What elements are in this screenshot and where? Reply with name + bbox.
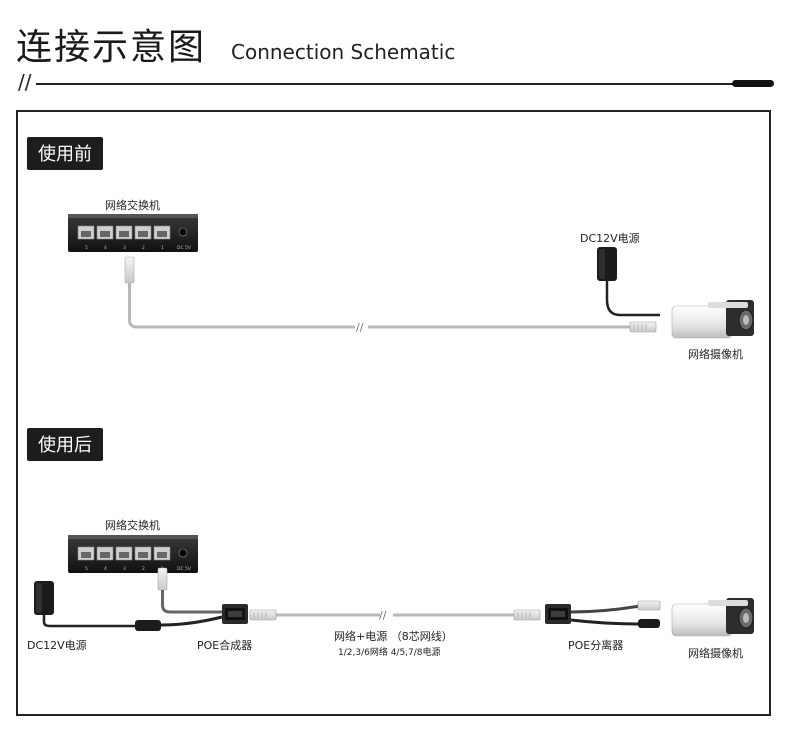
- poe-injector-label: POE合成器: [197, 639, 253, 652]
- after-switch-power-port: DC 5V: [177, 566, 192, 572]
- page-title-cn: 连接示意图: [16, 27, 207, 68]
- before-power-label: DC12V电源: [580, 232, 640, 245]
- poe-injector: [222, 604, 277, 624]
- before-switch-port-numbers: 5 4 3 2 1 DC 5V: [85, 245, 192, 251]
- diagram-frame: [16, 110, 771, 716]
- poe-splitter: [513, 600, 661, 628]
- before-switch-label: 网络交换机: [105, 199, 160, 212]
- before-switch-port-2: 2: [142, 245, 145, 251]
- before-badge: 使用前: [27, 137, 103, 170]
- combined-cable-detail: 1/2,3/6网络 4/5,7/8电源: [338, 648, 441, 658]
- page-title-en: Connection Schematic: [231, 40, 456, 64]
- after-power-label: DC12V电源: [27, 639, 87, 652]
- before-power-adapter: [597, 247, 660, 317]
- after-camera-label: 网络摄像机: [688, 647, 743, 660]
- header-divider: [36, 83, 736, 85]
- poe-splitter-label: POE分离器: [568, 639, 624, 652]
- before-camera: [671, 299, 755, 339]
- after-badge: 使用后: [27, 428, 103, 461]
- after-switch-port-4: 4: [104, 566, 107, 572]
- after-combined-cable: //: [276, 609, 514, 622]
- before-switch-port-5: 5: [85, 245, 88, 251]
- divider-slash: //: [18, 70, 32, 94]
- before-network-cable: //: [124, 256, 657, 334]
- after-switch-cable: [157, 567, 222, 614]
- svg-text://: //: [356, 321, 364, 334]
- after-camera: [671, 597, 755, 637]
- after-power-adapter: [34, 581, 223, 631]
- combined-cable-label: 网络+电源 （8芯网线）: [334, 630, 453, 643]
- header-divider-cap: [732, 80, 774, 87]
- before-switch-port-1: 1: [161, 245, 164, 251]
- after-switch-port-2: 2: [142, 566, 145, 572]
- after-switch-label: 网络交换机: [105, 519, 160, 532]
- after-switch-port-5: 5: [85, 566, 88, 572]
- before-switch-port-3: 3: [123, 245, 126, 251]
- after-switch-port-3: 3: [123, 566, 126, 572]
- before-switch-port-4: 4: [104, 245, 107, 251]
- before-switch-power-port: DC 5V: [177, 245, 192, 251]
- before-camera-label: 网络摄像机: [688, 348, 743, 361]
- svg-text://: //: [379, 609, 387, 622]
